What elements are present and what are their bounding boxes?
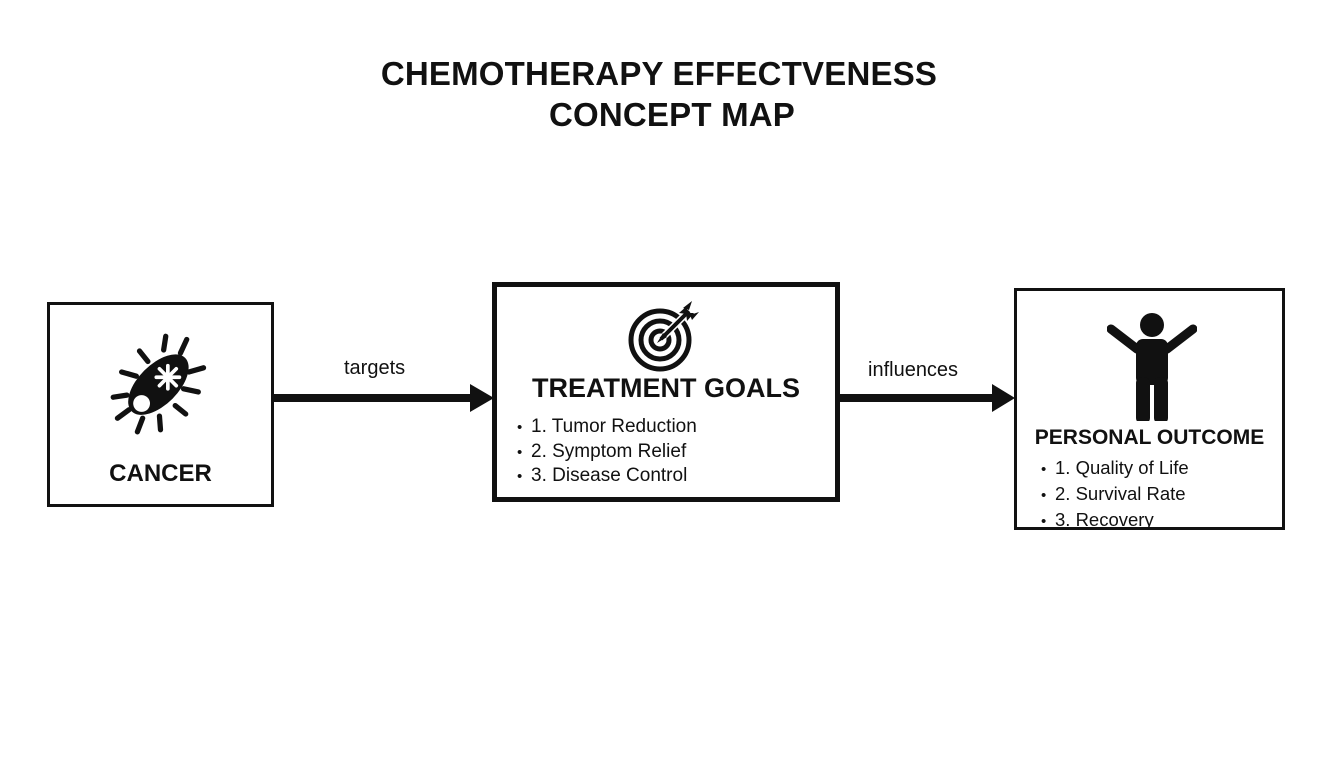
list-item: 1. Tumor Reduction bbox=[517, 415, 697, 440]
personal-outcome-list: 1. Quality of Life 2. Survival Rate 3. R… bbox=[1041, 456, 1189, 534]
edge-label-targets: targets bbox=[344, 357, 406, 379]
edge-influences bbox=[840, 384, 1015, 412]
list-item: 1. Quality of Life bbox=[1041, 456, 1189, 482]
edge-label-influences: influences bbox=[868, 359, 959, 381]
cancer-cell-icon bbox=[110, 333, 207, 435]
edge-targets-arrowhead bbox=[470, 384, 494, 412]
edge-influences-arrowhead bbox=[992, 384, 1015, 412]
node-personal-outcome-label: PERSONAL OUTCOME bbox=[1034, 426, 1265, 449]
list-item: 2. Symptom Relief bbox=[517, 440, 697, 465]
diagram-title-line-1: CHEMOTHERAPY EFFECTVENESS bbox=[380, 55, 938, 92]
list-item: 3. Recovery bbox=[1041, 508, 1189, 534]
node-personal-outcome: PERSONAL OUTCOME 1. Quality of Life 2. S… bbox=[1014, 288, 1285, 530]
diagram-title-line-2: CONCEPT MAP bbox=[548, 96, 796, 133]
list-item: 2. Survival Rate bbox=[1041, 482, 1189, 508]
edge-targets bbox=[274, 384, 494, 412]
person-arms-raised-icon bbox=[1107, 313, 1197, 421]
node-treatment-goals-label: TREATMENT GOALS bbox=[532, 373, 800, 403]
target-arrow-icon bbox=[628, 301, 699, 372]
node-cancer: CANCER bbox=[47, 302, 274, 507]
node-cancer-label: CANCER bbox=[109, 460, 212, 487]
treatment-goals-list: 1. Tumor Reduction 2. Symptom Relief 3. … bbox=[517, 415, 697, 489]
node-treatment-goals: TREATMENT GOALS 1. Tumor Reduction 2. Sy… bbox=[492, 282, 840, 502]
list-item: 3. Disease Control bbox=[517, 464, 697, 489]
